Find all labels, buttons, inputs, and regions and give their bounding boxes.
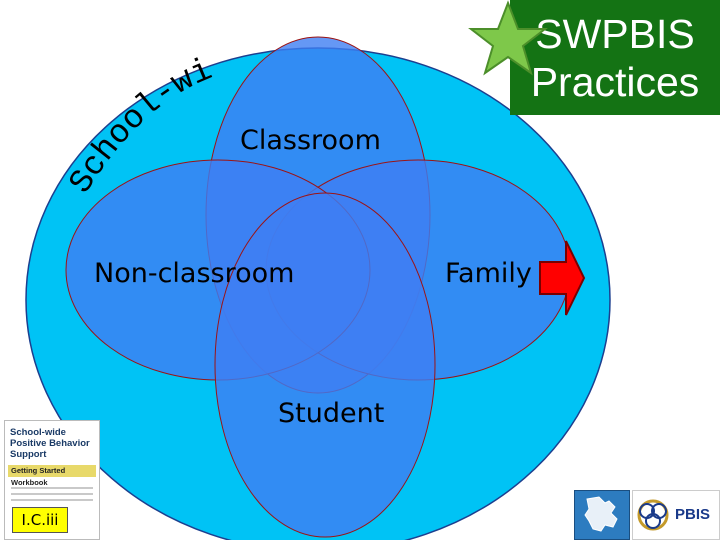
star-icon	[468, 0, 548, 76]
workbook-band: Getting Started Workbook	[8, 465, 96, 487]
family-label: Family	[445, 258, 532, 289]
pbis-logo-icon: PBIS	[632, 490, 720, 540]
non-classroom-label: Non-classroom	[94, 258, 295, 289]
code-badge: I.C.iii	[12, 507, 68, 533]
title-line-1: SWPBIS	[535, 11, 695, 57]
map-logo-icon	[574, 490, 630, 540]
student-circle	[214, 192, 436, 538]
title-box: SWPBIS Practices	[510, 0, 720, 115]
pbis-logo-text: PBIS	[675, 506, 711, 523]
right-arrow-icon[interactable]	[538, 238, 586, 318]
title-line-2: Practices	[530, 59, 700, 105]
workbook-title: School-wide Positive Behavior Support	[10, 427, 90, 460]
workbook-text-lines	[11, 487, 93, 501]
classroom-label: Classroom	[240, 125, 381, 156]
student-label: Student	[278, 398, 385, 429]
